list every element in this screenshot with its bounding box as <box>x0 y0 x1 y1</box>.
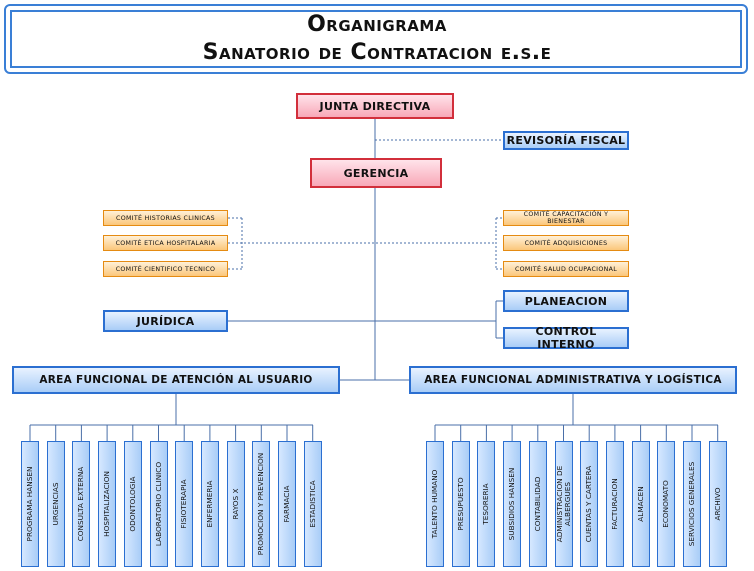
org-name-title: Sanatorio de Contratacion e.s.e <box>202 40 552 65</box>
admin-unit-box: FACTURACION <box>605 441 624 567</box>
committee-left-1: COMITÉ HISTORIAS CLINICAS <box>103 210 228 226</box>
revisoria-fiscal-box: REVISORÍA FISCAL <box>503 131 629 150</box>
usuario-unit-box: FISIOTERAPIA <box>175 441 194 567</box>
admin-unit-box: TALENTO HUMANO <box>426 441 444 567</box>
usuario-unit-box: PROMOCION Y PREVENCION <box>252 441 271 567</box>
admin-unit-box: CUENTAS Y CARTERA <box>580 441 599 567</box>
juridica-box: JURÍDICA <box>103 310 228 332</box>
admin-unit-label: ARCHIVO <box>712 487 722 521</box>
admin-unit-label: FACTURACION <box>609 478 619 530</box>
planeacion-box: PLANEACION <box>503 290 629 312</box>
committee-left-2: COMITÉ ETICA HOSPITALARIA <box>103 235 228 251</box>
admin-unit-label: ADMINISTRACION DE ALBERGUES <box>554 465 572 543</box>
title-frame-inner <box>10 10 742 68</box>
admin-unit-label: SUBSIDIOS HANSEN <box>507 467 517 541</box>
committee-left-3: COMITÉ CIENTIFICO TECNICO <box>103 261 228 277</box>
usuario-unit-label: PROMOCION Y PREVENCION <box>256 452 266 556</box>
usuario-unit-box: CONSULTA EXTERNA <box>72 441 91 567</box>
usuario-unit-label: ESTADISTICA <box>307 480 317 528</box>
control-interno-box: CONTROL INTERNO <box>503 325 629 351</box>
usuario-unit-box: ESTADISTICA <box>303 441 322 567</box>
usuario-unit-box: RAYOS X <box>226 441 245 567</box>
usuario-unit-label: ODONTOLOGIA <box>127 476 137 532</box>
gerencia-box: GERENCIA <box>310 158 442 188</box>
committee-right-2: COMITÉ ADQUISICIONES <box>503 235 629 251</box>
org-chart-title: Organigrama <box>307 12 447 37</box>
admin-unit-box: ALMACEN <box>631 441 650 567</box>
admin-unit-label: SERVICIOS GENERALES <box>687 461 696 547</box>
admin-unit-box: TESORERIA <box>477 441 496 567</box>
usuario-unit-label: URGENCIAS <box>50 482 60 526</box>
admin-unit-label: ALMACEN <box>635 486 645 522</box>
usuario-unit-label: LABORATORIO CLINICO <box>153 461 163 547</box>
admin-unit-label: CUENTAS Y CARTERA <box>584 465 594 543</box>
usuario-unit-box: ENFERMERIA <box>200 441 219 567</box>
admin-unit-box: SUBSIDIOS HANSEN <box>503 441 522 567</box>
usuario-unit-box: ODONTOLOGIA <box>123 441 142 567</box>
usuario-unit-label: CONSULTA EXTERNA <box>76 466 86 542</box>
usuario-unit-label: FISIOTERAPIA <box>179 479 189 529</box>
admin-unit-box: CONTABILIDAD <box>528 441 547 567</box>
admin-unit-box: ARCHIVO <box>708 441 727 567</box>
committee-right-1: COMITÉ CAPACITACIÓN Y BIENESTAR <box>503 210 629 226</box>
usuario-unit-box: HOSPITALIZACION <box>98 441 117 567</box>
admin-unit-box: ECONOMATO <box>657 441 676 567</box>
usuario-unit-label: ENFERMERIA <box>204 480 214 528</box>
usuario-unit-label: HOSPITALIZACION <box>102 471 112 537</box>
usuario-unit-box: FARMACIA <box>278 441 296 567</box>
admin-unit-label: TALENTO HUMANO <box>430 469 439 539</box>
usuario-unit-box: URGENCIAS <box>46 441 65 567</box>
committee-right-3: COMITÉ SALUD OCUPACIONAL <box>503 261 629 277</box>
admin-unit-label: CONTABILIDAD <box>532 476 542 532</box>
area-atencion-usuario-box: AREA FUNCIONAL DE ATENCIÓN AL USUARIO <box>12 366 340 394</box>
admin-unit-label: ECONOMATO <box>661 480 671 528</box>
admin-unit-label: PRESUPUESTO <box>455 477 465 531</box>
admin-unit-box: ADMINISTRACION DE ALBERGUES <box>554 441 573 567</box>
admin-unit-box: SERVICIOS GENERALES <box>683 441 701 567</box>
junta-directiva-box: JUNTA DIRECTIVA <box>296 93 454 119</box>
usuario-unit-box: LABORATORIO CLINICO <box>149 441 168 567</box>
usuario-unit-label: RAYOS X <box>230 488 240 520</box>
admin-unit-box: PRESUPUESTO <box>451 441 470 567</box>
usuario-unit-label: PROGRAMA HANSEN <box>25 466 34 542</box>
area-administrativa-box: AREA FUNCIONAL ADMINISTRATIVA Y LOGÍSTIC… <box>409 366 737 394</box>
usuario-unit-label: FARMACIA <box>282 485 291 523</box>
usuario-unit-box: PROGRAMA HANSEN <box>21 441 39 567</box>
admin-unit-label: TESORERIA <box>481 483 491 525</box>
